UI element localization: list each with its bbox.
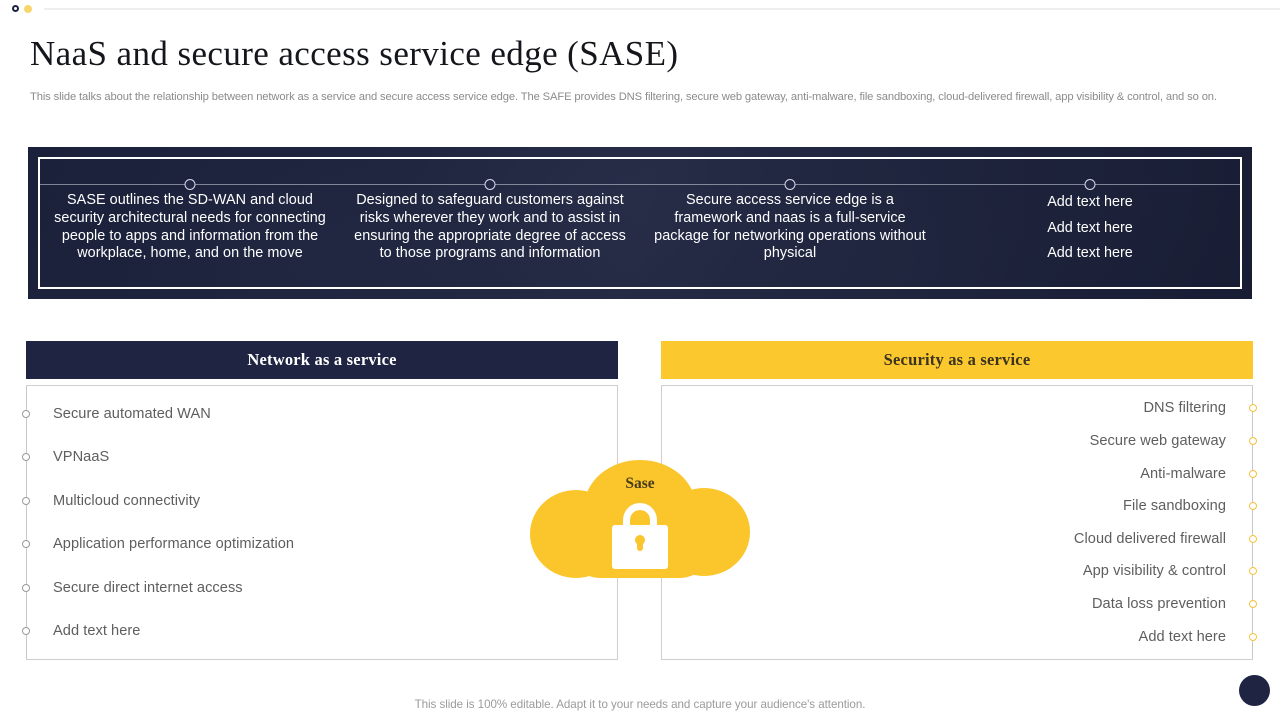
list-item-label: DNS filtering [1143, 400, 1226, 417]
banner-column-2-text: Designed to safeguard customers against … [354, 192, 626, 262]
list-item-label: Add text here [1138, 628, 1226, 645]
list-item[interactable]: DNS filtering [662, 400, 1257, 417]
bullet-circle-icon [1249, 436, 1257, 445]
bullet-circle-icon [22, 583, 30, 592]
solid-dot-icon [24, 5, 32, 13]
bullet-circle-icon [22, 540, 30, 549]
banner-column-1-text: SASE outlines the SD-WAN and cloud secur… [54, 192, 326, 262]
list-item[interactable]: File sandboxing [662, 498, 1257, 515]
bullet-circle-icon [1249, 469, 1257, 478]
banner-node-icon-3 [784, 179, 796, 190]
list-item[interactable]: Secure direct internet access [22, 579, 617, 596]
ring-dot-icon [12, 5, 19, 12]
banner-column-3: Secure access service edge is a framewor… [640, 159, 940, 287]
page-title: NaaS and secure access service edge (SAS… [30, 34, 679, 73]
bullet-circle-icon [22, 496, 30, 505]
list-item[interactable]: Add text here [662, 628, 1257, 645]
list-item[interactable]: Anti-malware [662, 465, 1257, 482]
banner-column-3-text: Secure access service edge is a framewor… [654, 192, 926, 262]
padlock-keyhole [635, 535, 645, 545]
corner-circle-decoration [1239, 675, 1270, 706]
top-divider-line [44, 8, 1280, 10]
banner-column-4-line-2[interactable]: Add text here [1047, 219, 1133, 236]
list-item[interactable]: Secure automated WAN [22, 405, 617, 422]
banner-inner-frame: SASE outlines the SD-WAN and cloud secur… [38, 157, 1242, 289]
list-item-label: App visibility & control [1082, 563, 1226, 580]
sase-overview-banner: SASE outlines the SD-WAN and cloud secur… [28, 147, 1252, 299]
list-item-label: Add text here [53, 623, 141, 640]
bullet-circle-icon [22, 627, 30, 636]
bullet-circle-icon [1249, 534, 1257, 543]
list-item[interactable]: App visibility & control [662, 563, 1257, 580]
bullet-circle-icon [1249, 567, 1257, 576]
sase-cloud-graphic: Sase [530, 460, 750, 578]
page-subtitle: This slide talks about the relationship … [30, 91, 1217, 103]
list-item[interactable]: Application performance optimization [22, 536, 617, 553]
bullet-circle-icon [22, 453, 30, 462]
list-item[interactable]: Multicloud connectivity [22, 492, 617, 509]
bullet-circle-icon [1249, 632, 1257, 641]
network-as-a-service-panel: Network as a service Secure automated WA… [22, 341, 618, 660]
list-item[interactable]: Add text here [22, 623, 617, 640]
security-panel-header: Security as a service [661, 341, 1253, 379]
security-panel-title: Security as a service [883, 350, 1031, 369]
list-item-label: Secure direct internet access [53, 579, 243, 596]
footer-note: This slide is 100% editable. Adapt it to… [414, 698, 866, 711]
list-item-label: Data loss prevention [1091, 596, 1226, 613]
cloud-label: Sase [625, 475, 655, 492]
security-panel-body: DNS filtering Secure web gateway Anti-ma… [661, 385, 1257, 660]
list-item-label: Secure web gateway [1089, 432, 1226, 449]
banner-column-group: SASE outlines the SD-WAN and cloud secur… [40, 159, 1240, 287]
banner-node-icon-4 [1084, 179, 1096, 190]
list-item-label: Cloud delivered firewall [1073, 530, 1226, 547]
network-panel-body: Secure automated WAN VPNaaS Multicloud c… [22, 385, 618, 660]
list-item[interactable]: Cloud delivered firewall [662, 530, 1257, 547]
banner-connector-line [40, 184, 1240, 185]
banner-column-2: Designed to safeguard customers against … [340, 159, 640, 287]
bullet-circle-icon [1249, 404, 1257, 413]
list-item-label: Multicloud connectivity [53, 492, 201, 509]
security-item-list: DNS filtering Secure web gateway Anti-ma… [662, 386, 1257, 659]
padlock-shackle [623, 503, 657, 533]
top-decoration-strip [0, 0, 1280, 14]
banner-column-4-line-3[interactable]: Add text here [1047, 245, 1133, 261]
network-panel-header: Network as a service [26, 341, 618, 379]
banner-node-icon-2 [484, 179, 496, 190]
list-item-label: File sandboxing [1123, 498, 1226, 515]
banner-column-1: SASE outlines the SD-WAN and cloud secur… [40, 159, 340, 287]
banner-node-icon-1 [184, 179, 196, 190]
network-panel-title: Network as a service [247, 350, 397, 369]
bullet-circle-icon [1249, 502, 1257, 511]
list-item-label: VPNaaS [53, 449, 110, 466]
banner-column-4: Add text here Add text here Add text her… [940, 159, 1240, 287]
list-item-label: Application performance optimization [53, 536, 295, 553]
banner-column-4-line-1[interactable]: Add text here [1047, 194, 1133, 210]
network-item-list: Secure automated WAN VPNaaS Multicloud c… [22, 386, 617, 659]
bullet-circle-icon [22, 409, 30, 418]
security-panel-rail [1252, 386, 1253, 659]
list-item-label: Anti-malware [1140, 465, 1226, 482]
network-panel-rail [26, 386, 27, 659]
list-item[interactable]: VPNaaS [22, 449, 617, 466]
list-item[interactable]: Secure web gateway [662, 432, 1257, 449]
list-item-label: Secure automated WAN [53, 405, 211, 422]
security-as-a-service-panel: Security as a service DNS filtering Secu… [661, 341, 1257, 660]
bullet-circle-icon [1249, 600, 1257, 609]
list-item[interactable]: Data loss prevention [662, 596, 1257, 613]
